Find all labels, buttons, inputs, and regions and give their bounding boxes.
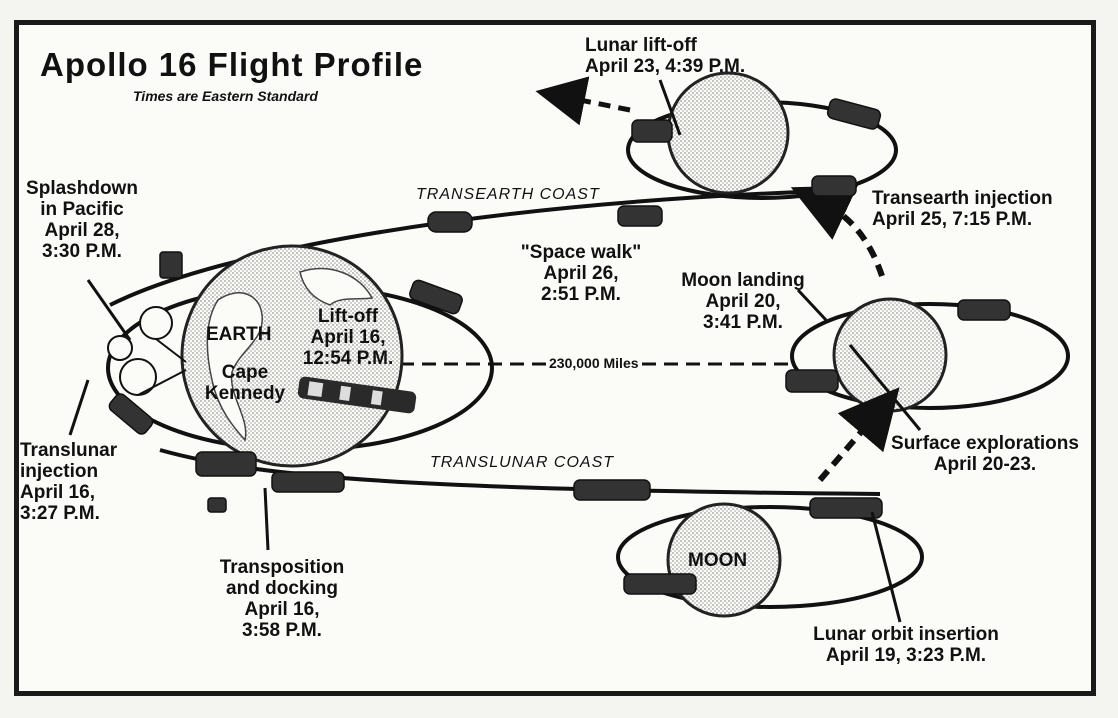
event-lunar-liftoff: Lunar lift-off April 23, 4:39 P.M. — [585, 35, 746, 77]
transearth-coast-path — [109, 190, 801, 307]
transfer-arrow-insertion-to-landing — [817, 387, 900, 482]
departure-arrow — [535, 76, 631, 126]
event-splashdown: Splashdown in Pacific April 28, 3:30 P.M… — [26, 178, 138, 262]
saturn-v-rocket — [297, 376, 417, 414]
earth-label: EARTH — [206, 324, 272, 345]
event-liftoff: Lift-off April 16, 12:54 P.M. — [302, 306, 394, 369]
earth-continent — [206, 292, 263, 442]
cape-kennedy-label: Cape Kennedy — [204, 362, 286, 404]
lunar-orbit-middle — [790, 302, 1070, 410]
event-transposition-docking: Transposition and docking April 16, 3:58… — [219, 557, 345, 641]
event-lunar-orbit-insertion: Lunar orbit insertion April 19, 3:23 P.M… — [813, 624, 999, 666]
page-subtitle: Times are Eastern Standard — [133, 88, 318, 104]
event-transearth-injection: Transearth injection April 25, 7:15 P.M. — [872, 188, 1053, 230]
parachutes-icon — [107, 306, 187, 396]
translunar-coast-label: TRANSLUNAR COAST — [430, 454, 615, 471]
moon-top — [666, 71, 790, 195]
distance-label: 230,000 Miles — [546, 355, 642, 371]
earth-continent-2 — [299, 267, 374, 306]
moon-label: MOON — [688, 550, 748, 571]
event-space-walk: "Space walk" April 26, 2:51 P.M. — [520, 242, 642, 305]
lunar-orbit-bottom — [616, 505, 924, 609]
leader-lines — [68, 79, 922, 623]
transfer-arrow-landing-to-liftoff — [790, 185, 885, 277]
page-title: Apollo 16 Flight Profile — [40, 46, 424, 83]
event-surface-explorations: Surface explorations April 20-23. — [891, 433, 1079, 475]
event-translunar-injection: Translunar injection April 16, 3:27 P.M. — [20, 440, 118, 524]
event-moon-landing: Moon landing April 20, 3:41 P.M. — [681, 270, 805, 333]
spacecraft-icons — [108, 98, 1011, 595]
transearth-coast-label: TRANSEARTH COAST — [416, 186, 600, 203]
